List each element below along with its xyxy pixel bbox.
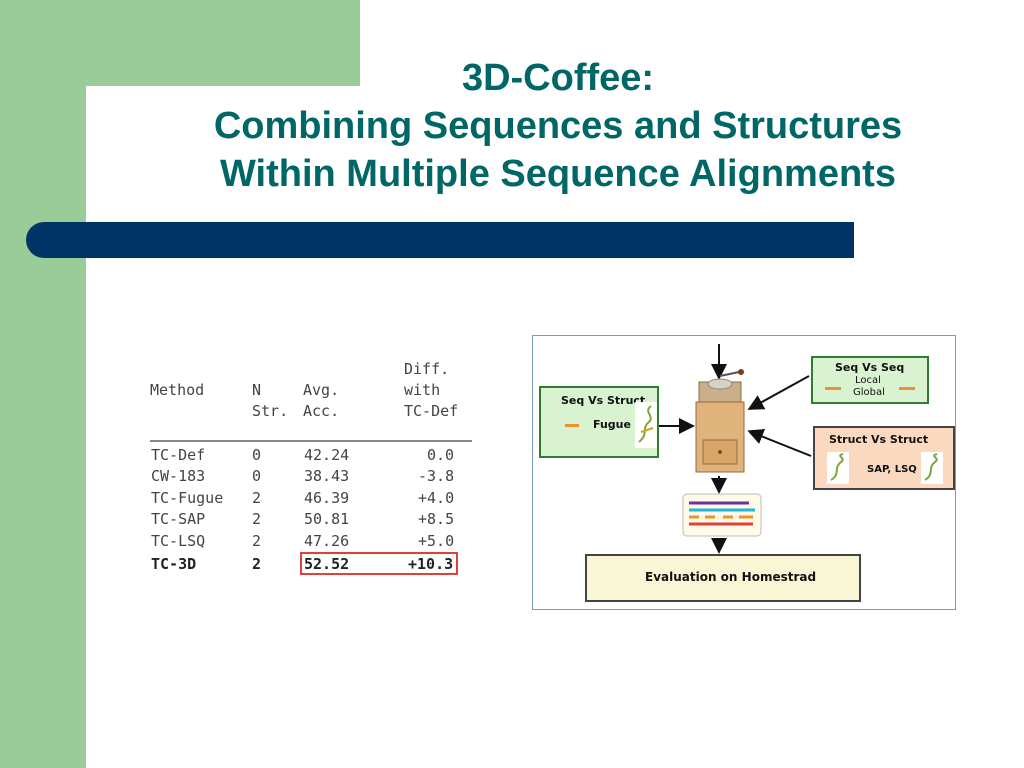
- row-4-n: 2: [252, 510, 262, 528]
- orange-dash-icon: [899, 387, 915, 390]
- coffee-grinder-icon: [695, 369, 745, 473]
- arrow-struct-struct: [747, 429, 812, 457]
- row-2-method: CW-183: [151, 467, 206, 485]
- row-4-avg: 50.81: [304, 510, 350, 528]
- row-6-avg: 52.52: [304, 555, 350, 573]
- row-1-n: 0: [252, 446, 262, 464]
- header-method: Method: [150, 381, 205, 399]
- seq-vs-seq-local: Local: [855, 375, 881, 386]
- title-line-2: Combining Sequences and Structures: [213, 105, 903, 147]
- table-header-rule: [150, 440, 472, 442]
- seq-vs-seq-title: Seq Vs Seq: [835, 361, 905, 374]
- orange-dash-icon: [825, 387, 841, 390]
- header-avg-2: Acc.: [303, 402, 340, 420]
- row-3-n: 2: [252, 489, 262, 507]
- slide-title: 3D-Coffee: Combining Sequences and Struc…: [110, 54, 1006, 198]
- row-6-n: 2: [252, 555, 262, 573]
- row-3-diff: +4.0: [418, 489, 455, 507]
- header-diff-1: Diff.: [404, 360, 450, 378]
- diagram-arrows: [657, 344, 812, 554]
- title-underline-band: [26, 222, 854, 258]
- header-avg-1: Avg.: [303, 381, 340, 399]
- row-3-avg: 46.39: [304, 489, 350, 507]
- seq-vs-seq-box: Seq Vs Seq Local Global: [811, 356, 929, 404]
- row-5-method: TC-LSQ: [151, 532, 206, 550]
- row-4-method: TC-SAP: [151, 510, 206, 528]
- row-4-diff: +8.5: [418, 510, 455, 528]
- protein-structure-icon: [827, 452, 849, 484]
- seq-vs-struct-title: Seq Vs Struct: [561, 394, 646, 407]
- row-5-diff: +5.0: [418, 532, 455, 550]
- row-5-avg: 47.26: [304, 532, 350, 550]
- protein-structure-icon: [921, 452, 943, 484]
- row-2-n: 0: [252, 467, 262, 485]
- row-5-n: 2: [252, 532, 262, 550]
- orange-dash-icon: [565, 424, 579, 427]
- best-result-highlight: [300, 552, 458, 575]
- seq-vs-struct-item: Fugue: [593, 418, 631, 431]
- title-line-1: 3D-Coffee:: [461, 57, 655, 99]
- alignment-icon: [682, 493, 762, 537]
- arrow-seq-seq: [747, 375, 810, 410]
- struct-vs-struct-box: Struct Vs Struct SAP, LSQ: [813, 426, 955, 490]
- evaluation-box: Evaluation on Homestrad: [585, 554, 861, 602]
- seq-vs-seq-global: Global: [853, 387, 885, 398]
- protein-structure-icon: [635, 402, 657, 448]
- row-3-method: TC-Fugue: [151, 489, 224, 507]
- row-6-method: TC-3D: [151, 555, 197, 573]
- header-n-2: Str.: [252, 402, 289, 420]
- struct-vs-struct-item: SAP, LSQ: [867, 464, 917, 475]
- left-green-bar: [0, 0, 86, 768]
- row-2-avg: 38.43: [304, 467, 350, 485]
- row-1-avg: 42.24: [304, 446, 350, 464]
- row-1-method: TC-Def: [151, 446, 206, 464]
- evaluation-label: Evaluation on Homestrad: [645, 570, 817, 584]
- row-2-diff: -3.8: [418, 467, 455, 485]
- header-diff-3: TC-Def: [404, 402, 459, 420]
- coffee-diagram: Seq Vs Struct Fugue Seq Vs Seq Local Glo…: [532, 335, 956, 610]
- title-line-3: Within Multiple Sequence Alignments: [220, 153, 896, 195]
- top-green-block: [0, 0, 360, 86]
- header-diff-2: with: [404, 381, 441, 399]
- struct-vs-struct-title: Struct Vs Struct: [829, 433, 929, 446]
- header-n-1: N: [252, 381, 262, 399]
- row-6-diff: +10.3: [408, 555, 454, 573]
- seq-vs-struct-box: Seq Vs Struct Fugue: [539, 386, 659, 458]
- row-1-diff: 0.0: [427, 446, 455, 464]
